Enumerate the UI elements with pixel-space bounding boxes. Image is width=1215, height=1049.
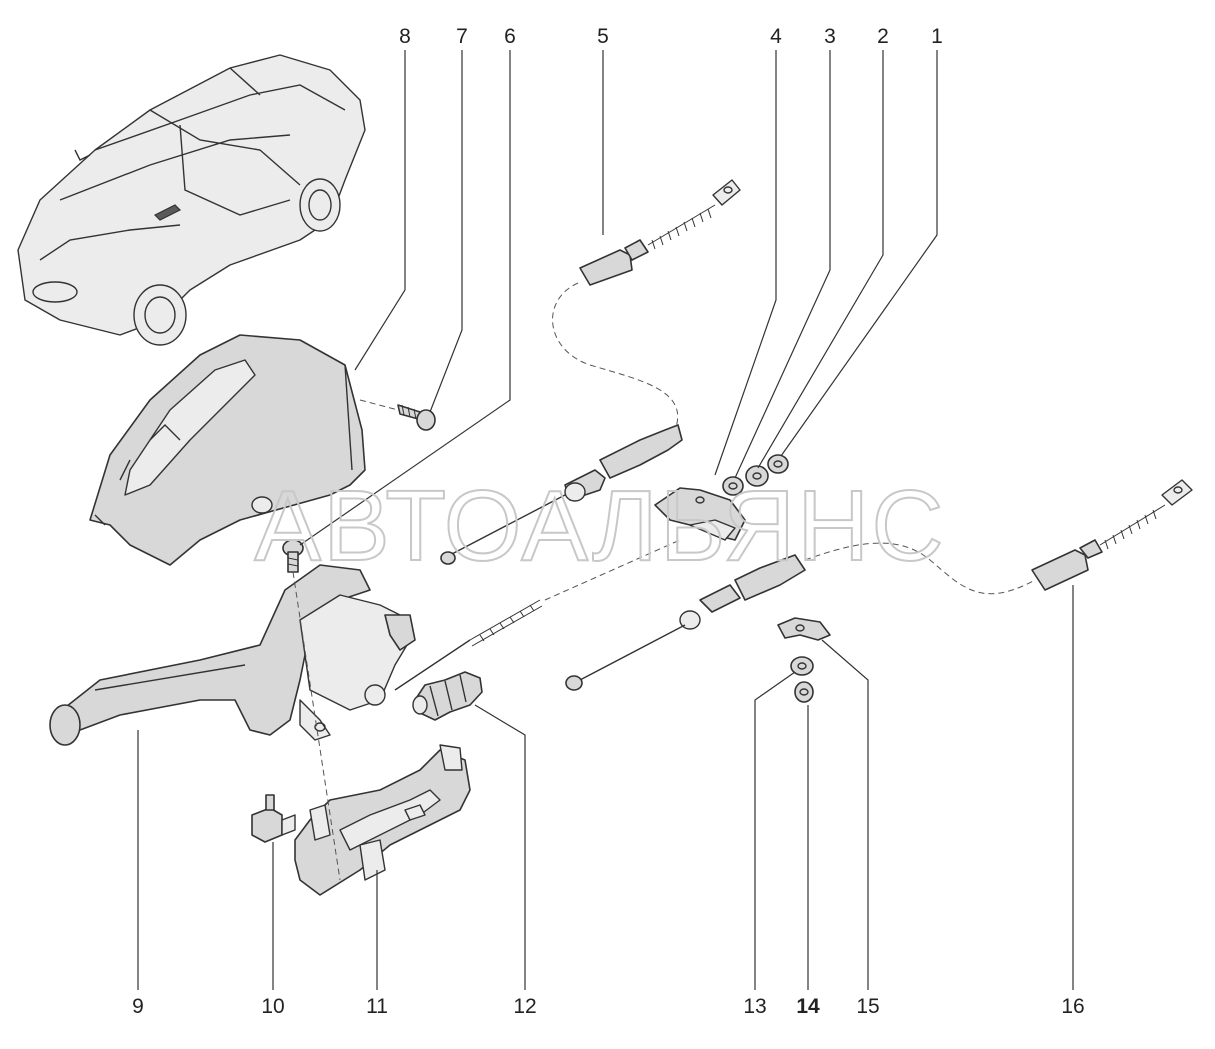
assembly-axes [292,399,681,881]
brake-lever [49,564,416,746]
callout-16: 16 [1061,995,1084,1018]
lever-bracket [294,744,471,896]
callout-4: 4 [770,25,782,48]
callout-14: 14 [796,995,820,1018]
washer-and-nuts [722,454,789,496]
cable-clip [777,617,831,641]
callout-1: 1 [931,25,943,48]
callout-13: 13 [743,995,766,1018]
callout-7: 7 [456,25,468,48]
rear-cable-end [804,479,1193,595]
left-cable-body [440,424,683,565]
callout-3: 3 [824,25,836,48]
right-cable-body [565,554,806,691]
clip-washer-nut [790,656,814,703]
screw [397,404,436,431]
callout-9: 9 [132,995,144,1018]
protective-boot [412,671,483,721]
bolt [282,539,304,573]
callout-11: 11 [366,995,388,1018]
callout-5: 5 [597,25,609,48]
callout-15: 15 [856,995,879,1018]
callout-12: 12 [513,995,536,1018]
cable-bracket [654,487,746,541]
callout-10: 10 [261,995,284,1018]
callout-labels: 1 2 3 4 5 6 7 8 9 10 11 12 13 14 15 16 [132,25,1085,1018]
lever-cover [89,334,366,566]
watermark: АВТОАЛЬЯНС [254,470,945,582]
upper-cable [552,179,741,431]
brake-switch [251,794,296,843]
adjusting-rod [394,599,543,691]
callout-8: 8 [399,25,411,48]
callout-6: 6 [504,25,516,48]
car-location-sketch [17,54,366,346]
callout-2: 2 [877,25,889,48]
leader-lines [137,50,1074,990]
